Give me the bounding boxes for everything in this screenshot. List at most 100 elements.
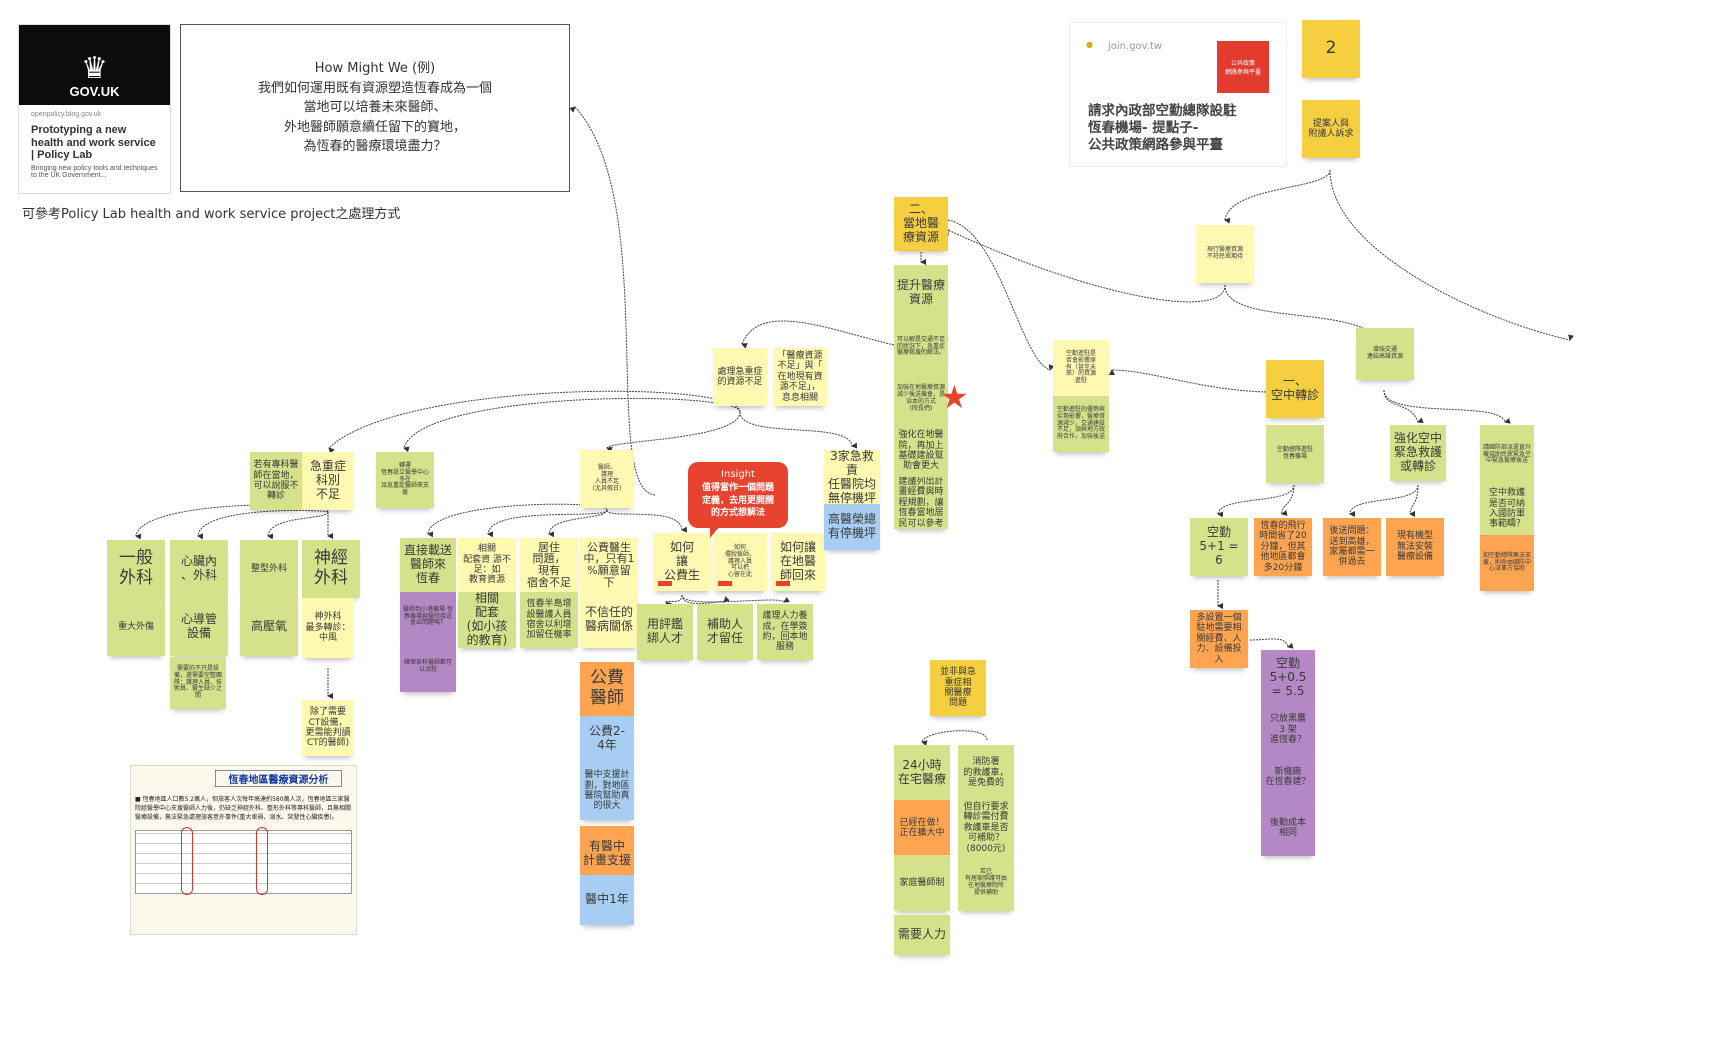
sticky-note[interactable]: 需要的不只是設備，還需要完整團隊：護理人員、技術員、醫生缺少之間: [170, 657, 226, 709]
sticky-note-text: 現行醫療資源 不符民眾期待: [1206, 246, 1243, 260]
sticky-note[interactable]: 二、 當地醫 療資源: [894, 197, 948, 251]
sticky-note-text: 空勤 5+0.5 = 5.5: [1269, 656, 1307, 698]
sticky-note[interactable]: 居住 問題， 現有 宿舍不足: [520, 538, 578, 592]
sticky-note[interactable]: 強化在地醫院，再加上基礎建設幫助會更大: [894, 425, 948, 477]
sticky-note[interactable]: 但自行要求 轉診需付費 救護車是否 可補助？ (8000元): [958, 800, 1014, 856]
sticky-note[interactable]: 確保各科醫師都可以派駐: [400, 642, 456, 692]
sticky-note[interactable]: 可以解是交通不足的狀況下，急重症醫療救援的解法。: [894, 321, 948, 373]
join-gov-link-card[interactable]: ● join.gov.tw 公共政策 網路參與平臺 請求內政部空勤總隊設駐 恆春…: [1069, 22, 1287, 167]
sticky-note-text: 不信任的 醫病關係: [584, 605, 633, 633]
sticky-note[interactable]: 醫師到小港機場·恆春機場與醫院接送會出問題嗎？: [400, 592, 456, 642]
sticky-note[interactable]: 神外科 最多轉診： 中風: [302, 598, 354, 658]
sticky-note[interactable]: 空勤進駐是 否會影響原 有（甚至未 來）的資源 進駐: [1053, 340, 1109, 396]
sticky-note[interactable]: 整型外科: [240, 540, 298, 598]
sticky-note-text: 補助人 才留任: [706, 617, 743, 645]
sticky-note-text: 提案人與 附議人訴求: [1308, 118, 1354, 139]
sticky-note[interactable]: 直接載送 醫師來 恆春: [400, 538, 456, 592]
sticky-note[interactable]: 空中救護 是否可納 入國防軍 事範疇？: [1480, 483, 1534, 535]
sticky-note[interactable]: 空勤 5+0.5 = 5.5: [1261, 650, 1315, 706]
sticky-note-text: 3家急救責 任醫院均 無停機坪: [827, 450, 876, 505]
link-icon: ●: [1086, 40, 1093, 49]
sticky-note[interactable]: 強化空中 緊急救護 或轉診: [1390, 425, 1446, 481]
sticky-note[interactable]: 一般 外科: [107, 540, 165, 598]
sticky-note-text: 請國防部派遣直升機協助民眾緊急空中緊急醫療後送: [1483, 443, 1532, 465]
sticky-note[interactable]: 有醫中 計畫支援: [580, 826, 634, 882]
sticky-note-text: 確保各科醫師都可以派駐: [403, 659, 452, 673]
sticky-note[interactable]: 建議列出計畫經費與時程規劃，讓恆春當地居民可以參考: [894, 477, 948, 529]
sticky-note[interactable]: 若有專科醫師在當地，可以說服不轉診: [250, 452, 302, 510]
sticky-note[interactable]: 高醫榮總 有停機坪: [824, 504, 880, 550]
sticky-note[interactable]: 公費2- 4年: [580, 716, 634, 762]
sticky-note[interactable]: 並非與急 重症相 關醫療 問題: [930, 660, 986, 716]
sticky-note[interactable]: 醫師、 護理 人員不足 (尤其假日): [580, 450, 634, 508]
sticky-note[interactable]: 新機廠 在恆春建？: [1261, 754, 1315, 800]
sticky-note[interactable]: 恆春的飛行 時間省了20 分鐘，但其 他地區都會 多20分鐘: [1254, 518, 1312, 576]
priority-marker: [658, 581, 672, 586]
sticky-note[interactable]: 除了需要CT設備，更需能判讀CT的醫師): [302, 700, 354, 756]
sticky-note[interactable]: 消防署 的救護車， 是免費的: [958, 745, 1014, 801]
sticky-note[interactable]: 相關 配套 (如小孩 的教育): [458, 592, 516, 648]
sticky-note[interactable]: 家庭醫師制: [894, 855, 950, 911]
sticky-note[interactable]: 高壓氧: [240, 598, 298, 656]
sticky-note[interactable]: 心導管 設備: [170, 598, 228, 656]
sticky-note[interactable]: 提升醫療 資源: [894, 265, 948, 321]
sticky-note-text: 家庭醫師制: [899, 877, 945, 888]
sticky-note-text: 公費 醫師: [590, 668, 624, 708]
sticky-note[interactable]: 相關 配套資 源不 足：如 教育資源: [458, 538, 516, 592]
sticky-note[interactable]: 一、 空中轉診: [1266, 360, 1324, 418]
sticky-note[interactable]: 請國防部派遣直升機協助民眾緊急空中緊急醫療後送: [1480, 425, 1534, 485]
sticky-note-text: 醫中支援計劃，對地區醫院幫助真的很大: [584, 770, 630, 812]
sticky-note-text: 恆春半島增設醫護人員宿舍以利增加留任機率: [526, 599, 572, 641]
sticky-note[interactable]: 空勤總隊進駐 恆春機場: [1266, 425, 1324, 483]
sticky-note[interactable]: 現行醫療資源 不符民眾期待: [1196, 225, 1254, 283]
sticky-note[interactable]: 24小時 在宅醫療: [894, 745, 950, 801]
sticky-note[interactable]: 補助人 才留任: [697, 604, 753, 660]
sticky-note[interactable]: 轉運 恆春設立醫學中心 多在 派急重症醫師來支援: [376, 452, 434, 508]
sticky-note[interactable]: 醫中支援計劃，對地區醫院幫助真的很大: [580, 762, 634, 820]
sticky-note[interactable]: 若已 有居家照護可由 在地醫療院所 提供補助: [958, 855, 1014, 911]
sticky-note[interactable]: 公費醫生 中，只有1 %願意留 下: [580, 538, 638, 592]
sticky-note[interactable]: 用評鑑 綁人才: [637, 604, 693, 660]
sticky-note-text: 重大外傷: [117, 621, 154, 632]
sticky-note[interactable]: 護理人力養成，在學簽約，回本地服務: [757, 604, 813, 660]
sticky-note[interactable]: 空勤進駐的優勢與劣勢影響，醫療資源減少，交通建設不足，須與地方政府合作，加強後送: [1053, 396, 1109, 452]
sticky-note[interactable]: 如何 擺脫醫師、 護理人員 可以把 心留在此: [713, 533, 767, 591]
sticky-note[interactable]: 不信任的 醫病關係: [580, 592, 638, 648]
sticky-note-text: 神經 外科: [314, 548, 348, 588]
star-icon: ★: [940, 378, 969, 416]
sticky-note-text: 如何 擺脫醫師、 護理人員 可以把 心留在此: [724, 543, 755, 579]
sticky-note[interactable]: 加強在地醫療資源減少後送機會，是治本的方式 (院長們): [894, 373, 948, 425]
sticky-note-text: 需要人力: [897, 927, 946, 942]
sticky-note-text: 建議列出計畫經費與時程規劃，讓恆春當地居民可以參考: [898, 477, 944, 529]
sticky-note[interactable]: 3家急救責 任醫院均 無停機坪: [824, 450, 880, 506]
sticky-note-text: 高醫榮總 有停機坪: [827, 512, 876, 540]
sticky-note-text: 若已 有居家照護可由 在地醫療院所 提供補助: [964, 868, 1007, 896]
sticky-note[interactable]: 2: [1302, 20, 1360, 78]
sticky-note[interactable]: 需要人力: [894, 915, 950, 955]
sticky-note[interactable]: 神經 外科: [302, 540, 360, 598]
govuk-link-card[interactable]: ♛ GOV.UK openpolicy.blog.gov.uk Prototyp…: [18, 24, 171, 194]
sticky-note-text: 增強交通 連結高雄資源: [1366, 346, 1403, 360]
sticky-note[interactable]: 恆春半島增設醫護人員宿舍以利增加留任機率: [520, 592, 578, 648]
sticky-note[interactable]: 現有機型 無法安裝 醫療設備: [1386, 518, 1444, 576]
sticky-note[interactable]: 增強交通 連結高雄資源: [1356, 328, 1414, 380]
sticky-note[interactable]: 醫中1年: [580, 875, 634, 925]
sticky-note[interactable]: 多設置一個 駐地需要相 關經費、人 力、設備投 入: [1190, 610, 1248, 668]
sticky-note[interactable]: 如空勤總隊無法支援，則命由國防中心派軍方協助: [1480, 535, 1534, 591]
sticky-note[interactable]: 急重症 科別 不足: [302, 452, 354, 510]
sticky-note[interactable]: 「醫療資源 不足」與「 在地現有資 源不足」， 息息相關: [773, 348, 827, 406]
sticky-note[interactable]: 只放黑鷹 3 架 進恆春？: [1261, 706, 1315, 754]
sticky-note[interactable]: 提案人與 附議人訴求: [1302, 100, 1360, 158]
sticky-note[interactable]: 處理急重症 的資源不足: [713, 348, 767, 406]
sticky-note[interactable]: 重大外傷: [107, 598, 165, 656]
sticky-note-text: 高壓氧: [250, 619, 287, 634]
sticky-note[interactable]: 後勤成本 相同: [1261, 800, 1315, 856]
sticky-note[interactable]: 後送問題： 送到高雄， 家屬都需一 併過去: [1323, 518, 1381, 576]
sticky-note[interactable]: 空勤 5+1 = 6: [1190, 518, 1248, 576]
sticky-note[interactable]: 如何 讓 公費生: [653, 533, 711, 591]
sticky-note[interactable]: 如何讓 在地醫 師回來: [771, 533, 825, 591]
sticky-note[interactable]: 已經在做！ 正在擴大中: [894, 800, 950, 856]
sticky-note[interactable]: 心臟內 、外科: [170, 540, 228, 598]
insight-title: Insight: [721, 469, 755, 480]
sticky-note[interactable]: 公費 醫師: [580, 662, 634, 716]
